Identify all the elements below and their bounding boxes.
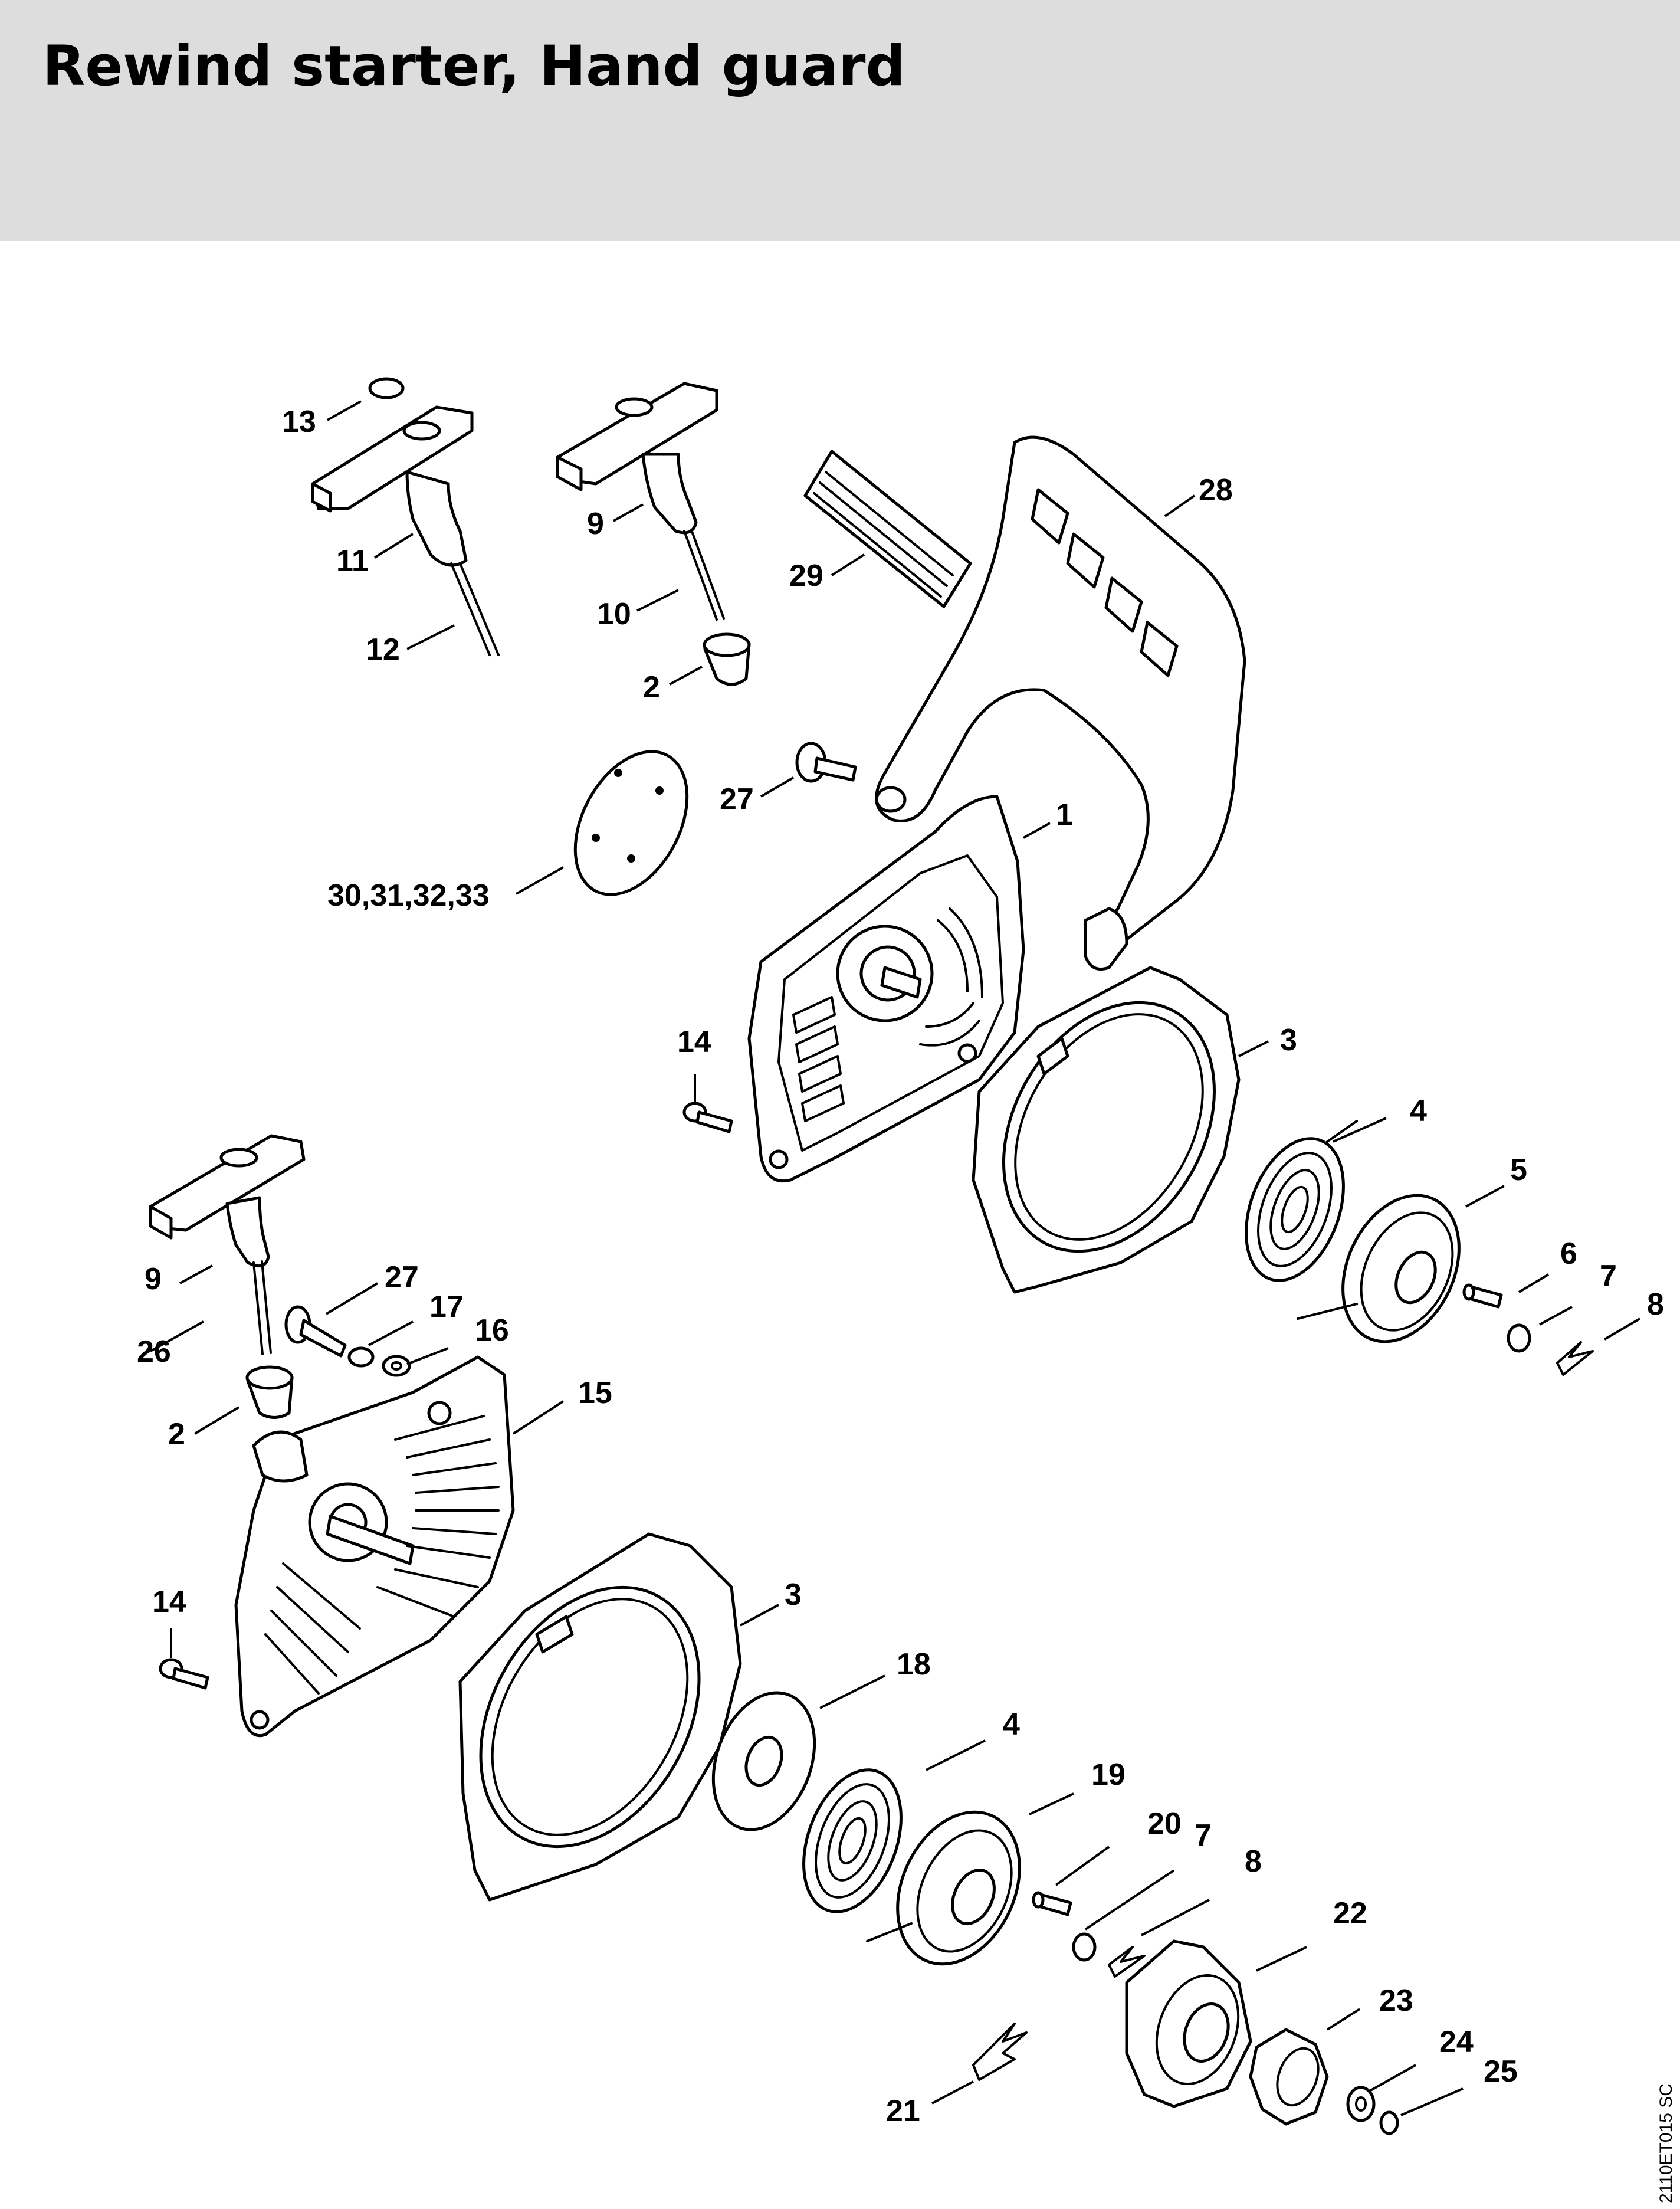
spring-clip-8-top — [1556, 1341, 1594, 1376]
pawl-6 — [1462, 1283, 1503, 1309]
callout-4-top: 4 — [1410, 1094, 1427, 1128]
callout-9-top: 9 — [587, 507, 604, 541]
washer-24 — [1346, 2086, 1376, 2122]
callout-labels: 13 11 12 9 10 2 29 28 27 1 30,31,32,33 1… — [137, 405, 1664, 2128]
callout-24: 24 — [1439, 2025, 1474, 2059]
callout-3-bottom: 3 — [785, 1578, 802, 1612]
starter-grip-with-cap — [311, 377, 500, 656]
callout-28: 28 — [1199, 473, 1233, 507]
rope-rotor-19 — [866, 1810, 1021, 1966]
callout-26: 26 — [137, 1335, 171, 1369]
callout-29: 29 — [789, 559, 823, 593]
exploded-parts-diagram: 13 11 12 9 10 2 29 28 27 1 30,31,32,33 1… — [137, 377, 1664, 2135]
spring-clip-8-bottom — [1108, 1946, 1146, 1978]
rewind-spring-4-bottom — [802, 1768, 903, 1913]
callout-7-bottom: 7 — [1195, 1818, 1212, 1853]
cover-plate — [573, 750, 689, 896]
callout-12: 12 — [366, 632, 400, 667]
rewind-spring-4-top — [1245, 1120, 1358, 1282]
screw-14-top — [682, 1102, 733, 1133]
callout-2-top: 2 — [643, 670, 660, 704]
callout-23: 23 — [1379, 1984, 1413, 2018]
callout-13: 13 — [282, 405, 316, 439]
callout-27-bottom: 27 — [385, 1260, 419, 1294]
callout-27-top: 27 — [720, 782, 754, 817]
callout-15: 15 — [578, 1376, 612, 1410]
rope-rotor-5 — [1297, 1194, 1461, 1343]
callout-7-top: 7 — [1600, 1259, 1617, 1293]
bolt-27-bottom — [284, 1305, 347, 1358]
callout-25: 25 — [1484, 2054, 1518, 2089]
screw-14-bottom — [159, 1658, 209, 1690]
callout-4-bottom: 4 — [1003, 1707, 1020, 1742]
starter-grip-bottom — [149, 1134, 306, 1355]
callout-30-31-32-33: 30,31,32,33 — [327, 879, 490, 913]
page-title: Rewind starter, Hand guard — [42, 34, 905, 99]
guide-bush-2-bottom — [245, 1365, 294, 1419]
callout-10: 10 — [597, 597, 631, 631]
starter-cover-3-bottom — [458, 1532, 742, 1902]
hand-guard — [875, 435, 1246, 971]
bolt-27-top — [795, 742, 857, 783]
circlip-25 — [1379, 2110, 1399, 2135]
nut-23 — [1249, 2028, 1329, 2126]
callout-8-bottom: 8 — [1245, 1844, 1262, 1879]
callout-22: 22 — [1333, 1896, 1367, 1931]
callout-3-top: 3 — [1280, 1023, 1297, 1057]
callout-21: 21 — [886, 2094, 920, 2128]
callout-11: 11 — [336, 544, 369, 578]
callout-18: 18 — [897, 1647, 931, 1682]
carrier-22 — [1125, 1939, 1252, 2108]
sleeve-17 — [347, 1346, 375, 1368]
callout-16: 16 — [475, 1313, 509, 1348]
page-header: Rewind starter, Hand guard — [0, 0, 1680, 241]
leader-lines — [150, 400, 1641, 2116]
figure-reference-code: 2110ET015 SC — [1656, 2083, 1676, 2203]
callout-8-top: 8 — [1647, 1287, 1664, 1322]
pawl-20 — [1032, 1891, 1072, 1916]
washer-7-bottom — [1072, 1932, 1097, 1962]
callout-19: 19 — [1091, 1758, 1126, 1792]
callout-17: 17 — [429, 1290, 464, 1324]
washer-18 — [711, 1691, 816, 1831]
callout-2-bottom: 2 — [168, 1417, 185, 1451]
callout-20: 20 — [1147, 1807, 1182, 1841]
callout-1: 1 — [1056, 798, 1073, 832]
callout-5: 5 — [1510, 1153, 1527, 1187]
callout-9-bottom: 9 — [145, 1262, 162, 1296]
starter-cover-3-top — [972, 966, 1241, 1294]
spring-clip-21 — [972, 2023, 1028, 2081]
starter-grip-top — [556, 382, 751, 686]
callout-6: 6 — [1560, 1237, 1577, 1271]
callout-14-top: 14 — [677, 1025, 711, 1059]
washer-16 — [382, 1355, 411, 1377]
label-29 — [803, 450, 972, 608]
fan-housing-1 — [747, 795, 1025, 1183]
washer-7-top — [1507, 1323, 1531, 1353]
fan-housing-15 — [234, 1355, 515, 1737]
callout-14-bottom: 14 — [152, 1585, 186, 1619]
